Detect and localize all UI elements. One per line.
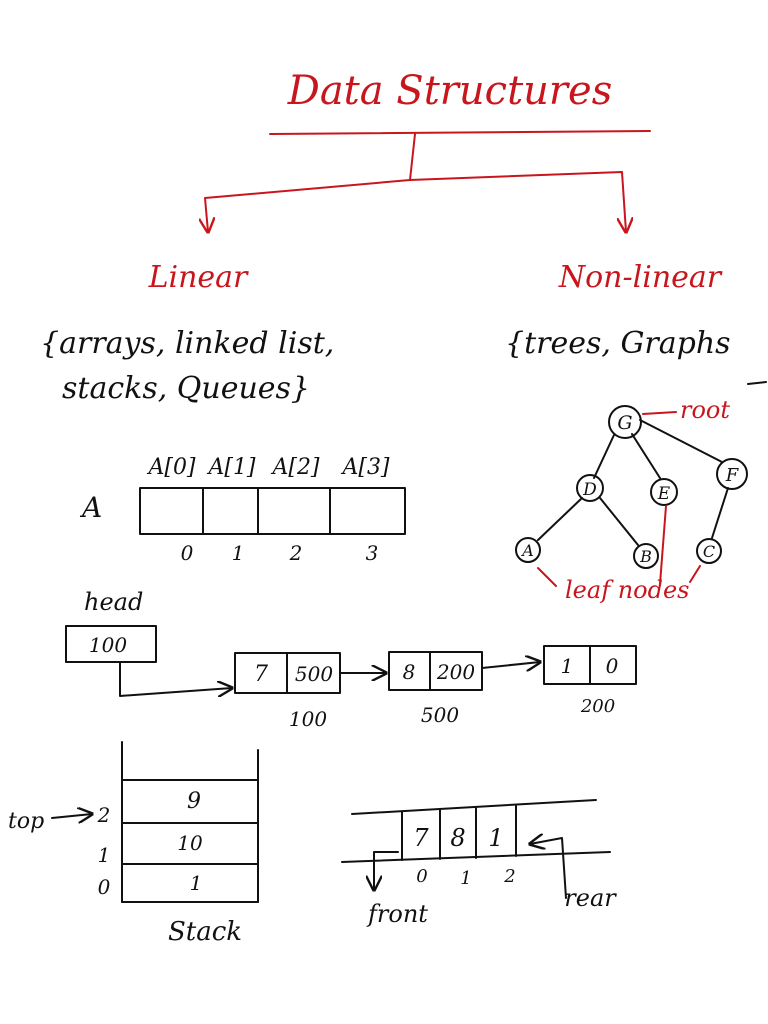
head-arrow (119, 661, 232, 696)
list-node-3-address: 200 (580, 696, 615, 717)
leaf-pointer-a (537, 567, 557, 587)
branch-linear (205, 179, 411, 232)
list-node-2 (388, 651, 483, 691)
queue-index-2: 2 (503, 866, 515, 887)
top-label: top (8, 809, 44, 834)
list-node-1-data: 7 (254, 662, 268, 687)
tree-node-g: G (608, 405, 642, 439)
tree-node-c: C (696, 538, 722, 564)
tree-node-a: A (515, 537, 541, 563)
array-index-2: 2 (289, 541, 303, 565)
linear-examples-line1: {arrays, linked list, (40, 326, 334, 361)
stack-value-bottom: 1 (190, 871, 203, 895)
branch-nonlinear (409, 171, 626, 232)
svg-text:F: F (725, 465, 740, 486)
array-index-3: 3 (366, 541, 379, 565)
array-header-0: A[0] (146, 455, 195, 480)
hierarchy-stem (409, 133, 416, 181)
array-header-3: A[3] (340, 455, 389, 480)
svg-text:A: A (520, 541, 534, 560)
svg-text:G: G (617, 412, 632, 434)
title-underline (269, 130, 651, 135)
svg-text:B: B (639, 547, 652, 566)
array-index-1: 1 (232, 541, 245, 565)
list-node-3-data: 1 (561, 654, 574, 678)
linear-label: Linear (148, 260, 249, 295)
list-node-3-next: 0 (606, 654, 619, 678)
array-header-1: A[1] (206, 455, 255, 480)
list-node-2-address: 500 (421, 703, 459, 727)
head-value: 100 (89, 633, 127, 657)
leaf-nodes-label: leaf nodes (565, 576, 690, 604)
svg-text:D: D (582, 480, 597, 500)
tree-node-b: B (633, 543, 659, 569)
stack-value-middle: 10 (177, 831, 203, 855)
svg-text:C: C (703, 542, 715, 561)
list-node-1-next: 500 (295, 662, 333, 686)
list-node-2-data: 8 (403, 660, 416, 684)
front-label: front (366, 900, 428, 928)
queue-value-1: 8 (450, 824, 465, 852)
top-arrow (51, 814, 92, 818)
linear-examples-line2: stacks, Queues} (62, 371, 310, 406)
stack-index-0: 0 (98, 875, 111, 899)
queue-top-rail (351, 799, 597, 815)
root-pointer (642, 411, 677, 415)
stack-value-top: 9 (187, 789, 201, 814)
queue-value-2: 1 (488, 824, 503, 852)
head-label: head (84, 588, 143, 616)
tree-edges (537, 419, 729, 546)
margin-dash (747, 381, 767, 385)
array-box (139, 487, 406, 535)
tree-node-e: E (650, 478, 678, 506)
array-header-2: A[2] (270, 455, 319, 480)
nonlinear-examples: {trees, Graphs (505, 326, 731, 361)
front-pointer (374, 851, 399, 890)
head-box (65, 625, 157, 663)
stack-label: Stack (168, 917, 242, 947)
stack-index-1: 1 (98, 843, 111, 867)
list-node-2-next: 200 (436, 660, 475, 684)
page-title: Data Structures (287, 68, 612, 114)
leaf-pointer-e (659, 505, 667, 585)
svg-text:E: E (657, 484, 671, 504)
array-name: A (79, 491, 102, 524)
tree-node-f: F (716, 458, 748, 490)
rear-pointer (530, 838, 567, 899)
queue-index-1: 1 (460, 868, 471, 889)
list-arrow-2 (481, 662, 540, 668)
stack-index-2: 2 (97, 803, 111, 827)
queue-index-0: 0 (416, 866, 427, 887)
queue-value-0: 7 (413, 824, 429, 852)
array-index-0: 0 (181, 541, 194, 565)
list-node-1-address: 100 (289, 707, 327, 731)
leaf-pointer-c (689, 565, 701, 583)
tree-node-d: D (576, 474, 604, 502)
root-label: root (680, 396, 730, 424)
rear-label: rear (564, 884, 617, 912)
nonlinear-label: Non-linear (558, 260, 723, 295)
